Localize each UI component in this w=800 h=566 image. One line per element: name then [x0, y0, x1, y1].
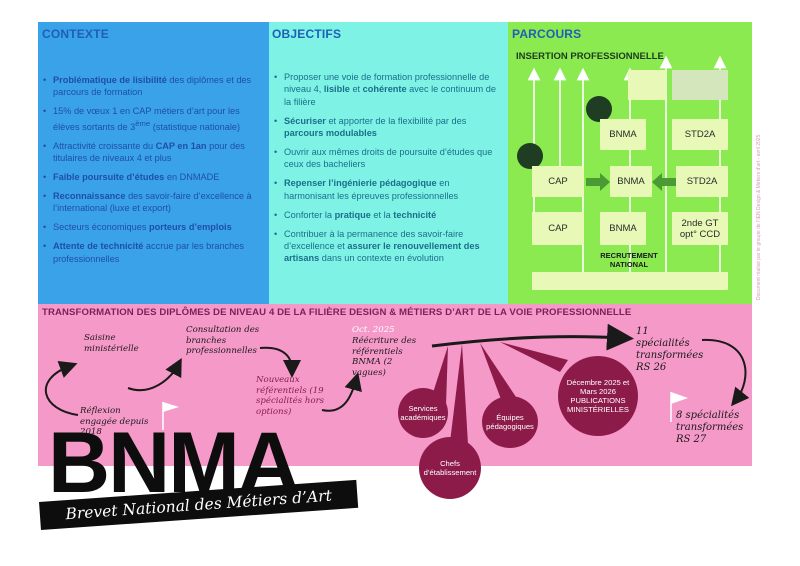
arrow-saisine-consultation	[127, 357, 182, 392]
box-cap-mid: CAP	[532, 166, 584, 197]
objectives-list-item: Ouvrir aux mêmes droits de poursuite d’é…	[274, 146, 502, 171]
context-panel	[38, 22, 269, 314]
bubble-chefs: Chefs d’établissement	[419, 437, 481, 499]
context-list-item: Faible poursuite d’études en DNMADE	[43, 171, 265, 184]
context-list-item: Attente de technicité accrue par les bra…	[43, 240, 265, 265]
arrow-rs26-rs27	[701, 338, 750, 407]
rs26-text: 11 spécialités transformées RS 26	[636, 326, 704, 373]
reflexion-text: Réflexion engagée depuis 2018	[80, 406, 149, 437]
context-list-item: Secteurs économiques porteurs d’emplois	[43, 221, 265, 234]
context-list-item: Problématique de lisibilité des diplômes…	[43, 74, 265, 99]
parcours-title: PARCOURS	[512, 27, 582, 41]
box-std2a-top: STD2A	[672, 119, 728, 150]
context-list-item: 15% de vœux 1 en CAP métiers d’art pour …	[43, 105, 265, 133]
bubble-services: Services académiques	[398, 388, 448, 438]
bubble-equipes: Équipes pédagogiques	[482, 396, 538, 448]
transformation-title: TRANSFORMATION DES DIPLÔMES DE NIVEAU 4 …	[42, 307, 632, 318]
objectives-title: OBJECTIFS	[272, 27, 342, 41]
context-list: Problématique de lisibilité des diplômes…	[43, 74, 265, 271]
arrow-std2a-bnma	[652, 173, 676, 191]
objectives-list-item: Repenser l’ingénierie pédagogique en har…	[274, 177, 502, 202]
loop-arrow	[44, 361, 79, 416]
objectives-list: Proposer une voie de formation professio…	[274, 71, 502, 271]
box-bnma-bot: BNMA	[600, 212, 646, 245]
dark-dot-2	[517, 143, 543, 169]
bubble-decembre: Décembre 2025 et Mars 2026 PUBLICATIONS …	[558, 356, 638, 436]
context-list-item: Reconnaissance des savoir-faire d’excell…	[43, 190, 265, 215]
box-std2a-mid: STD2A	[676, 166, 728, 197]
consultation-text: Consultation des branches professionnell…	[186, 325, 260, 356]
recruitment-label: RECRUTEMENT NATIONAL	[600, 251, 658, 269]
flag-2	[671, 392, 688, 404]
oct-date: Oct. 2025	[352, 325, 395, 335]
saisine-text: Saisine ministérielle	[84, 333, 139, 354]
objectives-list-item: Contribuer à la permanence des savoir-fa…	[274, 228, 502, 265]
box-bnma-top: BNMA	[600, 119, 646, 150]
dark-dot-1	[586, 96, 612, 122]
context-list-item: Attractivité croissante du CAP en 1an po…	[43, 140, 265, 165]
nouveaux-text: Nouveaux référentiels (19 spécialités ho…	[256, 375, 325, 417]
rs27-text: 8 spécialités transformées RS 27	[676, 410, 744, 445]
box-cap-bot: CAP	[532, 212, 584, 245]
parcours-subtitle: INSERTION PROFESSIONNELLE	[516, 51, 664, 62]
box-gt-bot: 2nde GT opt° CCD	[672, 212, 728, 245]
objectives-list-item: Sécuriser et apporter de la flexibilité …	[274, 115, 502, 140]
timeline-diagram	[44, 323, 750, 444]
big-arrow-rs26	[431, 323, 634, 351]
arrow-consultation-nouveaux	[259, 346, 301, 378]
arrow-cap-bnma	[586, 173, 610, 191]
box-bnma-mid: BNMA	[610, 166, 652, 197]
side-note: Document réalisé par le groupe de l’IEN …	[756, 134, 762, 300]
context-title: CONTEXTE	[42, 27, 109, 41]
objectives-list-item: Proposer une voie de formation professio…	[274, 71, 502, 108]
flag-1	[163, 402, 179, 412]
arrow-nouveaux-oct	[321, 372, 362, 412]
oct-text: Réécriture des référentiels BNMA (2 vagu…	[352, 336, 417, 378]
objectives-list-item: Conforter la pratique et la technicité	[274, 209, 502, 222]
